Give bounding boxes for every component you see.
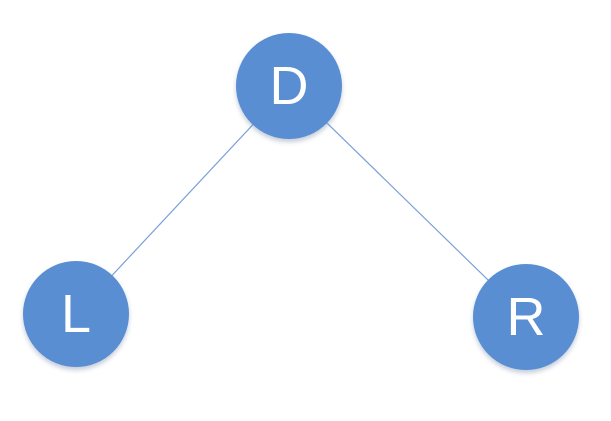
tree-node-l: L [23,261,129,367]
node-l-label: L [60,284,92,344]
node-d-label: D [269,56,309,116]
edge-d-r [288,85,527,318]
tree-node-d: D [236,33,342,139]
tree-node-r: R [473,264,579,370]
node-r-label: R [506,287,546,347]
